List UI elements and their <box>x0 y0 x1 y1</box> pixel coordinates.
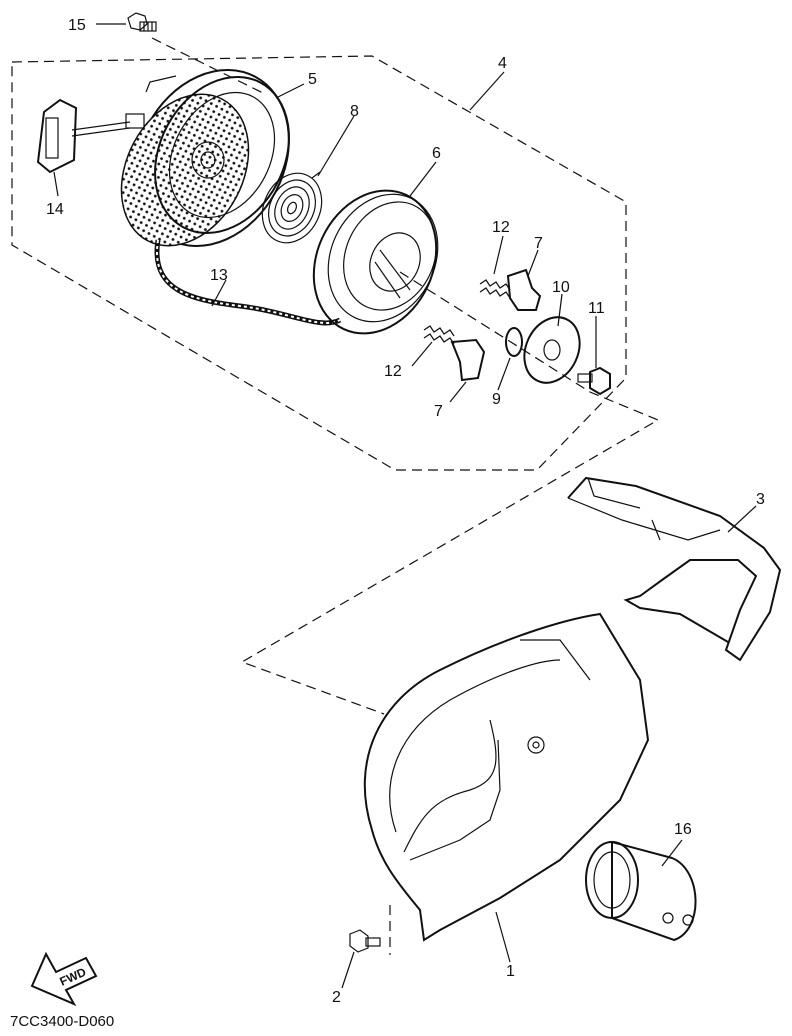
alignment-line-shaft <box>240 271 660 715</box>
label-7-upper: 7 <box>534 235 543 252</box>
label-7-lower: 7 <box>434 403 443 420</box>
label-9: 9 <box>492 391 501 408</box>
label-16: 16 <box>674 821 692 838</box>
friction-plate-10 <box>523 316 581 384</box>
spiral-spring-8 <box>261 171 323 244</box>
assembly-dashed-outline <box>11 55 627 471</box>
label-6: 6 <box>432 145 441 162</box>
spring-12-upper <box>479 279 511 299</box>
bolt-15 <box>127 12 157 32</box>
starter-case-5 <box>120 69 290 247</box>
leader-lines <box>53 23 757 989</box>
label-12-upper: 12 <box>492 219 510 236</box>
fwd-arrow-icon: FWD <box>30 951 98 1007</box>
bolt-2 <box>349 929 381 953</box>
ratchet-7-lower <box>450 338 486 382</box>
bolt-11 <box>577 366 611 396</box>
ratchet-7-upper <box>506 268 542 311</box>
label-1: 1 <box>506 963 515 980</box>
label-3: 3 <box>756 491 765 508</box>
alignment-line-top <box>151 37 266 95</box>
washer-9 <box>505 327 523 357</box>
diagram-code: 7CC3400-D060 <box>10 1013 114 1030</box>
label-14: 14 <box>46 201 64 218</box>
label-13: 13 <box>210 267 228 284</box>
label-2: 2 <box>332 989 341 1006</box>
label-4: 4 <box>498 55 507 72</box>
pulley-6 <box>312 189 439 335</box>
label-10: 10 <box>552 279 570 296</box>
starter-handle-14 <box>36 98 145 174</box>
fan-housing-1 <box>363 612 650 942</box>
label-5: 5 <box>308 71 317 88</box>
cap-16 <box>585 840 697 942</box>
label-8: 8 <box>350 103 359 120</box>
label-11: 11 <box>588 300 605 317</box>
spring-12-lower <box>423 325 455 345</box>
starter-rope-13 <box>154 239 342 326</box>
air-shroud-3 <box>567 476 782 662</box>
label-15: 15 <box>68 17 86 34</box>
label-12-lower: 12 <box>384 363 402 380</box>
